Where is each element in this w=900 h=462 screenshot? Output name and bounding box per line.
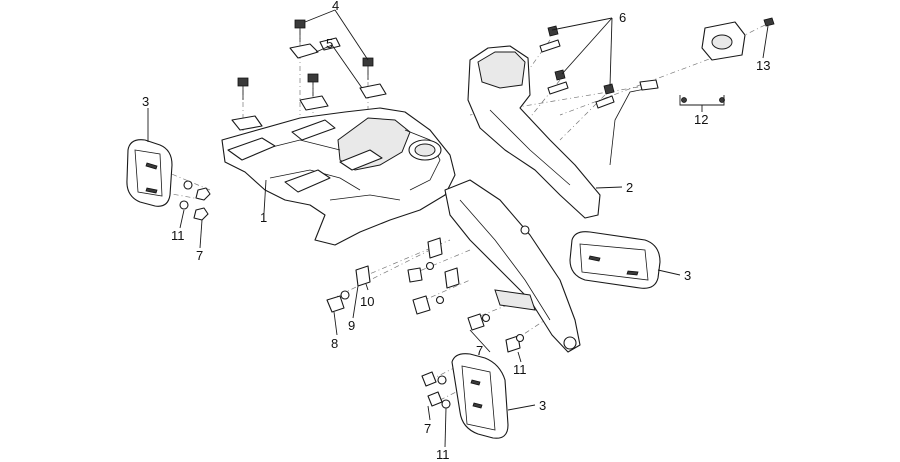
reflector-part-bottom — [451, 353, 509, 439]
callout-7-middle: 7 — [476, 343, 483, 358]
rear-fender-part — [221, 107, 456, 246]
callout-7-bottom: 7 — [424, 421, 431, 436]
plate-light-part — [609, 17, 775, 166]
callout-7-left: 7 — [196, 248, 203, 263]
callout-13: 13 — [756, 58, 770, 73]
callout-3-left: 3 — [142, 94, 149, 109]
screws-group-top — [231, 19, 387, 131]
reflector-part-left — [126, 139, 173, 207]
callout-11-left: 11 — [171, 228, 185, 243]
callout-4: 4 — [332, 0, 339, 13]
callout-12: 12 — [694, 112, 708, 127]
callout-8: 8 — [331, 336, 338, 351]
callout-11-bottom: 11 — [436, 447, 450, 462]
callout-10: 10 — [360, 294, 374, 309]
callout-3-right: 3 — [684, 268, 691, 283]
callout-11-middle: 11 — [513, 362, 527, 377]
bolts-group-6 — [539, 25, 615, 109]
callout-9: 9 — [348, 318, 355, 333]
callout-2: 2 — [626, 180, 633, 195]
callout-labels: 1 2 3 3 3 4 5 6 7 7 7 8 9 10 11 11 11 12… — [142, 0, 770, 462]
callout-1: 1 — [260, 210, 267, 225]
hardware-group — [179, 180, 525, 409]
callout-6: 6 — [619, 10, 626, 25]
callout-5: 5 — [326, 36, 333, 51]
leader-lines — [147, 9, 769, 448]
reflector-part-right — [569, 231, 661, 289]
rear-frame-part — [444, 45, 601, 353]
callout-3-bottom: 3 — [539, 398, 546, 413]
